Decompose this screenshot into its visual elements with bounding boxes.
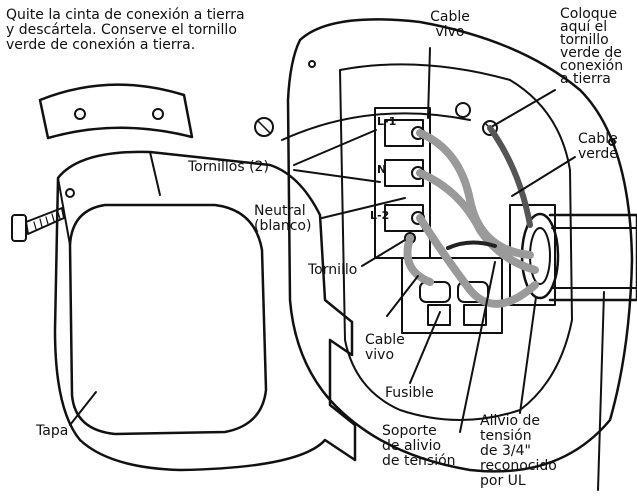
- terminal-l1-label: L-1: [377, 115, 397, 128]
- tornillos-label: Tornillos (2): [188, 159, 269, 175]
- neutral-label: Neutral (blanco): [254, 203, 312, 234]
- fusible-label: Fusible: [385, 385, 434, 401]
- terminal-n-label: N: [377, 163, 387, 176]
- leader-lines: [69, 47, 605, 491]
- wall-plate: [254, 18, 634, 473]
- instruction-label: Quite la cinta de conexión a tierra y de…: [6, 7, 245, 53]
- cable-vivo-bottom-label: Cable vivo: [365, 332, 405, 363]
- tapa-cover: [11, 150, 357, 472]
- alivio-label: Alivio de tensión de 3/4" reconocido por…: [480, 413, 557, 489]
- cable-vivo-top-label: Cable vivo: [430, 9, 470, 40]
- small-cover-plate: [38, 83, 194, 140]
- wires: [403, 125, 539, 308]
- tornillo-label: Tornillo: [308, 262, 358, 278]
- soporte-label: Soporte de alivio de tensión: [382, 423, 456, 469]
- coloque-label: Coloque aquí el tornillo verde de conexi…: [560, 6, 624, 87]
- terminal-l2-label: L-2: [370, 209, 390, 222]
- cable-verde-label: Cable verde: [578, 131, 618, 162]
- tapa-label: Tapa: [36, 423, 69, 439]
